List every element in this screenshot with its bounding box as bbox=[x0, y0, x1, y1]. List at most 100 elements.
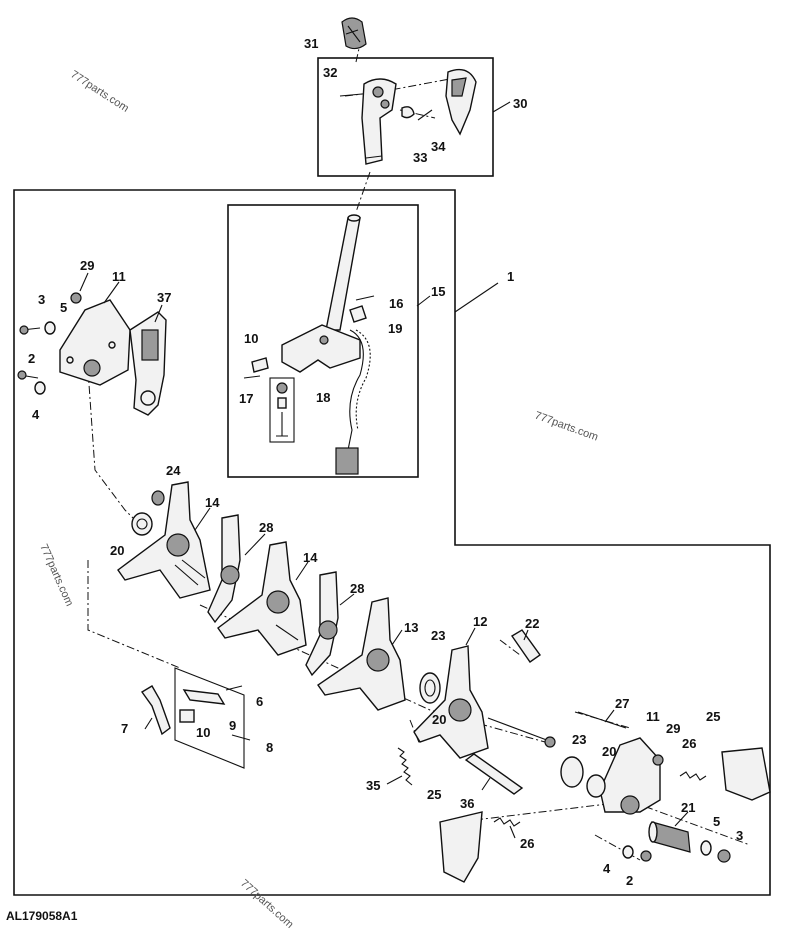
callout-16: 16 bbox=[389, 296, 403, 311]
washer-4-right bbox=[622, 845, 634, 859]
pin-36 bbox=[464, 753, 524, 795]
callout-5: 5 bbox=[713, 814, 720, 829]
figure-id: AL179058A1 bbox=[6, 909, 78, 923]
fork-28-a bbox=[207, 514, 241, 624]
handle-group-frame bbox=[317, 57, 494, 177]
screw-3-right bbox=[717, 849, 731, 863]
callout-32: 32 bbox=[323, 65, 337, 80]
bracket-11-left bbox=[59, 299, 131, 386]
callout-3: 3 bbox=[736, 828, 743, 843]
lever-base bbox=[281, 324, 361, 373]
callout-11: 11 bbox=[112, 269, 126, 284]
callout-20: 20 bbox=[432, 712, 446, 727]
callout-10: 10 bbox=[244, 331, 258, 346]
callout-5: 5 bbox=[60, 300, 67, 315]
callout-28: 28 bbox=[350, 581, 364, 596]
callout-18: 18 bbox=[316, 390, 330, 405]
watermark: 777parts.com bbox=[533, 410, 600, 444]
screw-3-left bbox=[19, 325, 41, 335]
callout-labels: 1 2 2 3 3 4 4 5 5 6 7 8 9 10 10 11 11 12… bbox=[28, 36, 743, 888]
callout-19: 19 bbox=[388, 321, 402, 336]
callout-14: 14 bbox=[303, 550, 318, 565]
roller-21 bbox=[648, 821, 691, 853]
washer-5-left bbox=[44, 321, 56, 335]
callout-1: 1 bbox=[507, 269, 514, 284]
callout-33: 33 bbox=[413, 150, 427, 165]
callout-26: 26 bbox=[520, 836, 534, 851]
fork-12 bbox=[413, 645, 489, 759]
callout-36: 36 bbox=[460, 796, 474, 811]
callout-13: 13 bbox=[404, 620, 418, 635]
pin-16 bbox=[355, 295, 375, 301]
watermark: 777parts.com bbox=[68, 68, 130, 114]
linkage-group-frame bbox=[174, 667, 245, 769]
fork-14-a bbox=[117, 481, 211, 599]
spacer-24 bbox=[151, 490, 165, 506]
spring-35 bbox=[397, 747, 413, 786]
callout-22: 22 bbox=[525, 616, 539, 631]
callout-2: 2 bbox=[626, 873, 633, 888]
callout-12: 12 bbox=[473, 614, 487, 629]
wire-harness bbox=[335, 329, 371, 475]
rod-27 bbox=[577, 711, 627, 729]
watermark: 777parts.com bbox=[37, 542, 75, 608]
shift-lever-shaft bbox=[325, 214, 361, 331]
callout-9: 9 bbox=[229, 718, 236, 733]
callout-2: 2 bbox=[28, 351, 35, 366]
switch-module-37 bbox=[129, 311, 167, 416]
callout-21: 21 bbox=[681, 800, 695, 815]
bushing-10-upper bbox=[251, 357, 269, 373]
washer-20-right bbox=[586, 774, 606, 798]
callout-31: 31 bbox=[304, 36, 318, 51]
spring-26-left bbox=[493, 817, 521, 827]
spring-26-right bbox=[679, 771, 707, 781]
callout-7: 7 bbox=[121, 721, 128, 736]
pin-34 bbox=[417, 109, 433, 121]
callout-6: 6 bbox=[256, 694, 263, 709]
washer-23-b bbox=[560, 756, 584, 788]
fork-14-b bbox=[217, 541, 307, 656]
washer-20-left bbox=[131, 512, 153, 536]
callout-30: 30 bbox=[513, 96, 527, 111]
rod-long bbox=[487, 717, 556, 748]
callout-4: 4 bbox=[32, 407, 40, 422]
cover-25-left bbox=[439, 811, 483, 883]
main-assembly-frame bbox=[13, 189, 771, 896]
clip-33 bbox=[401, 106, 415, 119]
callout-28: 28 bbox=[259, 520, 273, 535]
cover-25-right bbox=[721, 747, 771, 801]
kit-18 bbox=[269, 377, 295, 443]
watermark: 777parts.com bbox=[238, 877, 296, 931]
nut-29-left bbox=[70, 292, 82, 304]
callout-15: 15 bbox=[431, 284, 445, 299]
callout-37: 37 bbox=[157, 290, 171, 305]
callout-10: 10 bbox=[196, 725, 210, 740]
callout-26: 26 bbox=[682, 736, 696, 751]
callout-23: 23 bbox=[431, 628, 445, 643]
callout-34: 34 bbox=[431, 139, 446, 154]
callout-29: 29 bbox=[80, 258, 94, 273]
pin-6 bbox=[225, 685, 243, 691]
callout-24: 24 bbox=[166, 463, 181, 478]
callout-29: 29 bbox=[666, 721, 680, 736]
callout-8: 8 bbox=[266, 740, 273, 755]
crank-7 bbox=[140, 685, 171, 736]
nut-29-right bbox=[652, 754, 664, 766]
screw-2-right bbox=[640, 850, 652, 862]
link-9 bbox=[182, 689, 226, 705]
handle-housing bbox=[361, 78, 397, 165]
pin-17 bbox=[243, 375, 261, 379]
washer-23-a bbox=[419, 672, 441, 704]
shaft-22 bbox=[510, 629, 541, 663]
callout-20: 20 bbox=[602, 744, 616, 759]
screw-2-left bbox=[17, 370, 39, 380]
washer-5-right bbox=[700, 840, 712, 856]
callout-3: 3 bbox=[38, 292, 45, 307]
callout-23: 23 bbox=[572, 732, 586, 747]
callout-11: 11 bbox=[646, 709, 660, 724]
bushing-10-lower bbox=[179, 709, 195, 723]
washer-4-left bbox=[34, 381, 46, 395]
bracket-11-right bbox=[599, 737, 661, 815]
callout-4: 4 bbox=[603, 861, 611, 876]
